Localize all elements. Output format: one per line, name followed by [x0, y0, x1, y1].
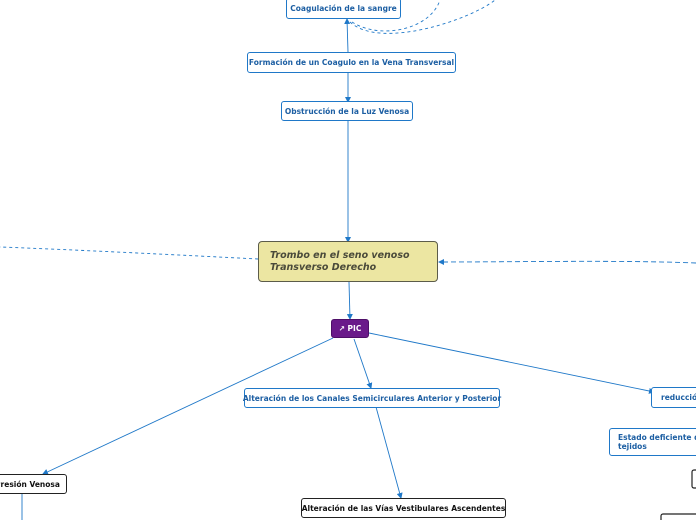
node-pic[interactable]: ↗ PIC — [331, 319, 369, 338]
node-canales-label: Alteración de los Canales Semicirculares… — [242, 393, 502, 403]
link-central-pic — [346, 281, 353, 320]
link-pic-presion — [42, 337, 334, 475]
offscreen-node-2 — [660, 513, 696, 520]
node-obstruccion[interactable]: Obstrucción de la Luz Venosa — [281, 101, 413, 121]
node-pic-label: ↗ PIC — [338, 324, 362, 333]
node-presion-label: Presión Venosa — [0, 479, 60, 489]
node-vias[interactable]: Alteración de las Vías Vestibulares Asce… — [301, 498, 506, 518]
link-canales-vias — [375, 406, 403, 499]
node-formacion[interactable]: Formación de un Coagulo en la Vena Trans… — [247, 52, 456, 73]
offscreen-node-1 — [691, 469, 696, 489]
node-canales[interactable]: Alteración de los Canales Semicirculares… — [242, 388, 502, 408]
node-obstruccion-label: Obstrucción de la Luz Venosa — [284, 106, 410, 116]
node-estado-label: Estado deficiente de tejidos — [618, 433, 696, 451]
node-formacion-label: Formación de un Coagulo en la Vena Trans… — [248, 58, 455, 67]
dashed-link-right — [438, 258, 696, 265]
node-central-label: Trombo en el seno venoso Transverso Dere… — [270, 249, 410, 273]
link-pic-reduccion — [368, 332, 655, 394]
node-estado[interactable]: Estado deficiente de tejidos — [609, 428, 696, 456]
link-formacion-coagulacion — [344, 18, 351, 53]
node-presion[interactable]: Presión Venosa — [0, 474, 67, 494]
node-central-topic[interactable]: Trombo en el seno venoso Transverso Dere… — [258, 241, 438, 282]
node-vias-label: Alteración de las Vías Vestibulares Asce… — [301, 503, 506, 513]
link-pic-canales — [353, 338, 373, 389]
dashed-link-top-2 — [349, 0, 496, 34]
dashed-link-top-1 — [351, 0, 441, 32]
node-reduccion[interactable]: reducción — [651, 387, 696, 408]
node-coagulacion-label: Coagulación de la sangre — [290, 4, 397, 13]
dashed-link-left — [0, 246, 259, 260]
node-reduccion-label: reducción — [661, 393, 696, 402]
node-coagulacion[interactable]: Coagulación de la sangre — [286, 0, 401, 19]
